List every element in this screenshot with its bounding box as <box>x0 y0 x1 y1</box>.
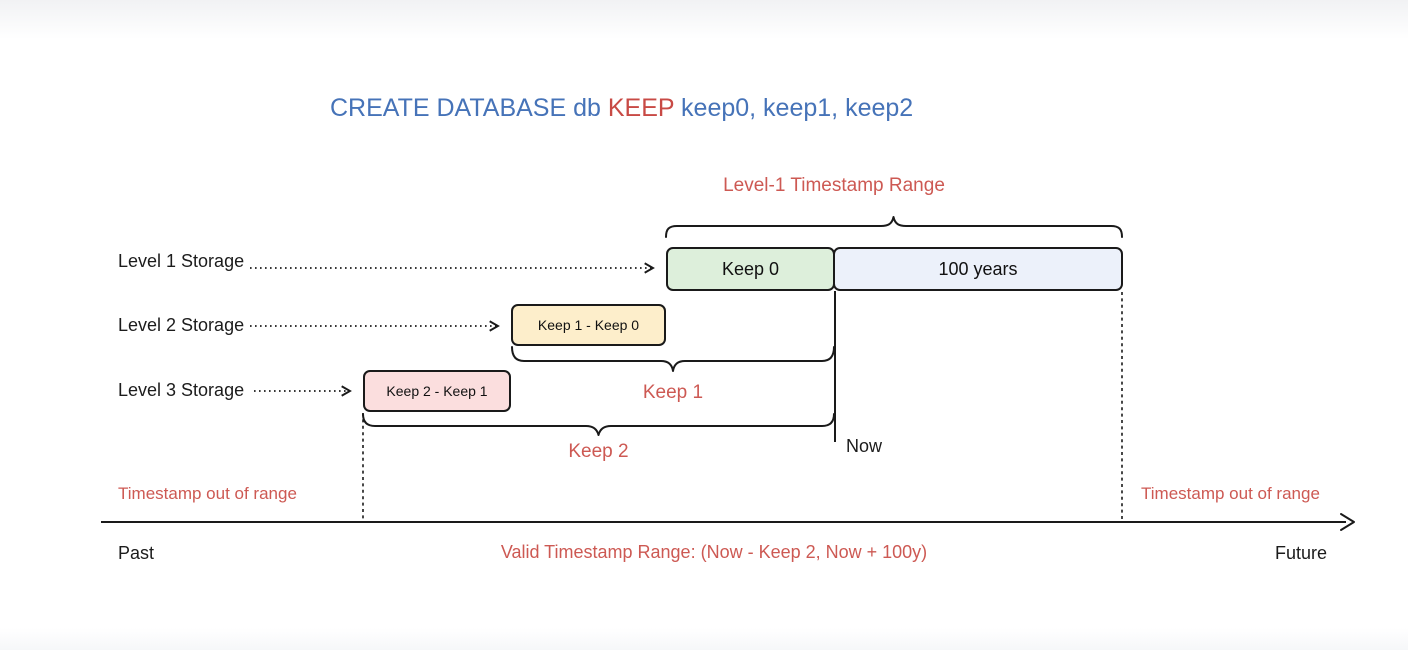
keep0-box: Keep 0 <box>666 247 835 291</box>
axis-future-label: Future <box>1275 543 1328 563</box>
timestamp-out-of-range-left-label: Timestamp out of range <box>118 484 297 503</box>
top-gradient <box>0 0 1408 46</box>
title-keep-keyword: KEEP <box>607 94 675 122</box>
title-sql-suffix: keep0, keep1, keep2 <box>674 94 914 122</box>
level3-storage-label: Level 3 Storage <box>118 380 245 400</box>
keep2-minus-keep1-box-label: Keep 2 - Keep 1 <box>386 383 488 399</box>
valid-timestamp-range-label: Valid Timestamp Range: (Now - Keep 2, No… <box>500 542 928 562</box>
hundred-years-box-label: 100 years <box>938 258 1018 279</box>
hundred-years-box: 100 years <box>833 247 1123 291</box>
axis-past-label: Past <box>118 543 155 563</box>
level1-range-brace <box>665 216 1123 238</box>
keep1-minus-keep0-box-label: Keep 1 - Keep 0 <box>537 317 640 333</box>
level2-storage-label: Level 2 Storage <box>118 315 245 335</box>
keep0-box-label: Keep 0 <box>721 258 780 279</box>
timestamp-out-of-range-right-label: Timestamp out of range <box>1141 484 1320 503</box>
keep1-minus-keep0-box: Keep 1 - Keep 0 <box>511 304 666 346</box>
timeline-axis-arrowhead <box>1340 513 1355 531</box>
now-label: Now <box>846 436 883 456</box>
keep2-brace <box>362 413 835 436</box>
bottom-gradient <box>0 628 1408 650</box>
level1-timestamp-range-label: Level-1 Timestamp Range <box>723 175 945 196</box>
diagram-title: CREATE DATABASE db KEEP keep0, keep1, ke… <box>330 94 913 123</box>
keep1-brace <box>511 346 835 372</box>
keep2-brace-label: Keep 2 <box>568 441 629 462</box>
keep1-brace-label: Keep 1 <box>642 382 704 403</box>
level1-storage-label: Level 1 Storage <box>118 251 245 271</box>
keep2-minus-keep1-box: Keep 2 - Keep 1 <box>363 370 511 412</box>
title-sql-prefix: CREATE DATABASE db <box>330 94 608 122</box>
